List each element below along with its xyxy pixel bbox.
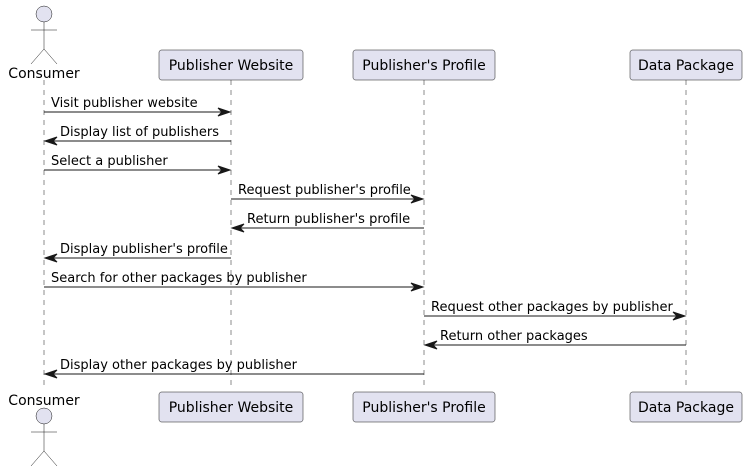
message-3: Select a publisher [44, 154, 232, 175]
participant-website-bottom: Publisher Website [158, 391, 304, 423]
message-4: Request publisher's profile [231, 183, 425, 204]
arrowhead-icon [217, 165, 232, 175]
message-label: Display publisher's profile [60, 242, 228, 257]
message-6: Display publisher's profile [43, 242, 231, 263]
message-label: Search for other packages by publisher [51, 271, 307, 286]
arrowhead-icon [672, 311, 687, 321]
arrowhead-icon [43, 253, 58, 263]
participant-box [158, 391, 304, 423]
message-label: Visit publisher website [51, 96, 198, 111]
message-5: Return publisher's profile [230, 212, 424, 233]
message-2: Display list of publishers [43, 125, 231, 146]
actor-consumer-bottom: Consumer [8, 393, 80, 467]
message-label: Display other packages by publisher [60, 358, 298, 373]
message-label: Select a publisher [51, 154, 168, 169]
arrowhead-icon [230, 223, 245, 233]
participant-package-bottom: Data Package [629, 391, 743, 423]
message-label: Request other packages by publisher [431, 300, 674, 315]
arrowhead-icon [423, 340, 438, 350]
participant-label: Publisher Website [169, 400, 294, 416]
participant-box [352, 49, 496, 81]
message-label: Request publisher's profile [238, 183, 411, 198]
participant-website-top: Publisher Website [158, 49, 304, 81]
participant-box [629, 49, 743, 81]
actor-label: Consumer [8, 393, 80, 409]
participant-label: Data Package [638, 400, 734, 416]
actor-head [35, 5, 53, 23]
participant-box [158, 49, 304, 81]
arrowhead-icon [410, 194, 425, 204]
message-label: Display list of publishers [60, 125, 219, 140]
participant-profile-top: Publisher's Profile [352, 49, 496, 81]
arrowhead-icon [43, 369, 58, 379]
actor-label: Consumer [8, 66, 80, 82]
message-7: Search for other packages by publisher [44, 271, 425, 292]
participant-label: Publisher's Profile [362, 400, 485, 416]
message-label: Return publisher's profile [247, 212, 410, 227]
participant-profile-bottom: Publisher's Profile [352, 391, 496, 423]
message-8: Request other packages by publisher [424, 300, 687, 321]
message-label: Return other packages [440, 329, 588, 344]
participant-label: Data Package [638, 58, 734, 74]
message-1: Visit publisher website [44, 96, 232, 117]
actor-consumer-top: Consumer [8, 5, 80, 82]
actor-body [30, 424, 58, 467]
participant-box [629, 391, 743, 423]
participant-label: Publisher Website [169, 58, 294, 74]
participant-package-top: Data Package [629, 49, 743, 81]
actor-body [30, 22, 58, 65]
arrowhead-icon [410, 282, 425, 292]
message-10: Display other packages by publisher [43, 358, 424, 379]
participant-label: Publisher's Profile [362, 58, 485, 74]
arrowhead-icon [43, 136, 58, 146]
message-9: Return other packages [423, 329, 686, 350]
participant-box [352, 391, 496, 423]
actor-head [35, 407, 53, 425]
arrowhead-icon [217, 107, 232, 117]
